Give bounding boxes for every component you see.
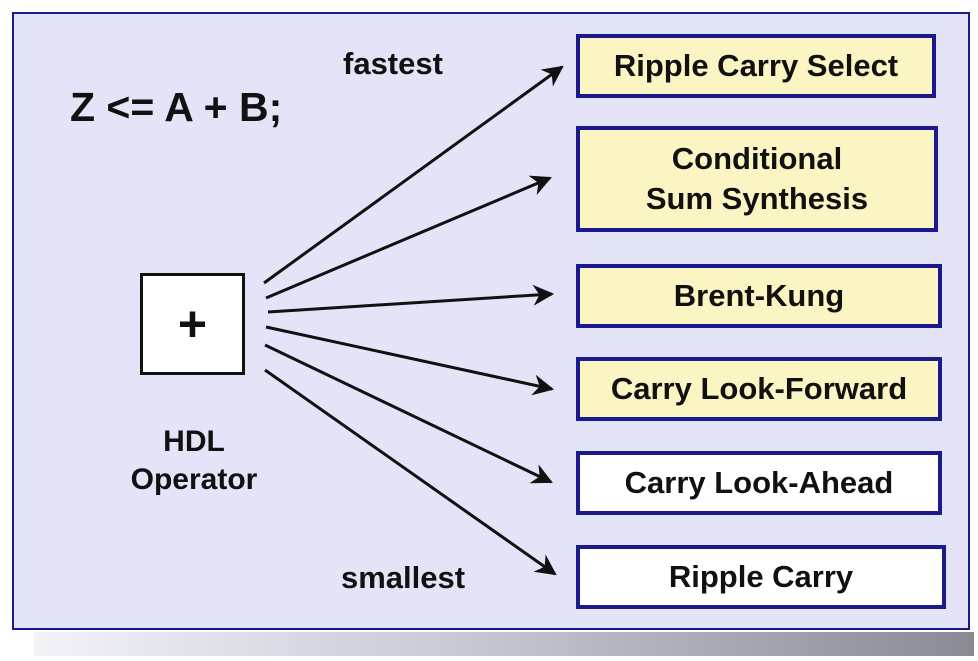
arch-line1: Ripple Carry Select: [613, 48, 899, 83]
arrow-to-conditional-sum: [265, 175, 552, 300]
arrow-to-carry-look-forward: [265, 325, 555, 396]
arrow-to-carry-look-ahead: [264, 343, 553, 484]
arch-carry-look-forward: Carry Look-Forward: [576, 357, 942, 421]
arch-conditional-sum-synthesis: Conditional Sum Synthesis: [576, 126, 938, 232]
arch-line1: Ripple Carry: [668, 559, 854, 594]
arrow-to-ripple-carry: [264, 368, 557, 576]
operator-label-line1: HDL: [163, 425, 225, 458]
arrow-to-ripple-carry-select: [263, 65, 564, 285]
panel-shadow: [34, 632, 974, 656]
arch-line1: Carry Look-Forward: [610, 371, 908, 406]
arch-ripple-carry: Ripple Carry: [576, 545, 946, 609]
arch-line2: Sum Synthesis: [645, 181, 869, 216]
operator-box: +: [140, 273, 245, 375]
fastest-label: fastest: [343, 46, 443, 81]
arch-line1: Conditional: [671, 141, 843, 176]
arch-carry-look-ahead: Carry Look-Ahead: [576, 451, 942, 515]
operator-label-line2: Operator: [130, 463, 258, 496]
arch-line1: Carry Look-Ahead: [624, 465, 894, 500]
smallest-label: smallest: [341, 560, 466, 595]
arch-ripple-carry-select: Ripple Carry Select: [576, 34, 936, 98]
arrow-to-brent-kung: [267, 284, 555, 314]
plus-symbol: +: [177, 296, 208, 352]
arch-line1: Brent-Kung: [673, 278, 845, 313]
hdl-expression: Z <= A + B;: [70, 84, 283, 130]
arch-brent-kung: Brent-Kung: [576, 264, 942, 328]
operator-label: HDL Operator: [104, 423, 284, 499]
